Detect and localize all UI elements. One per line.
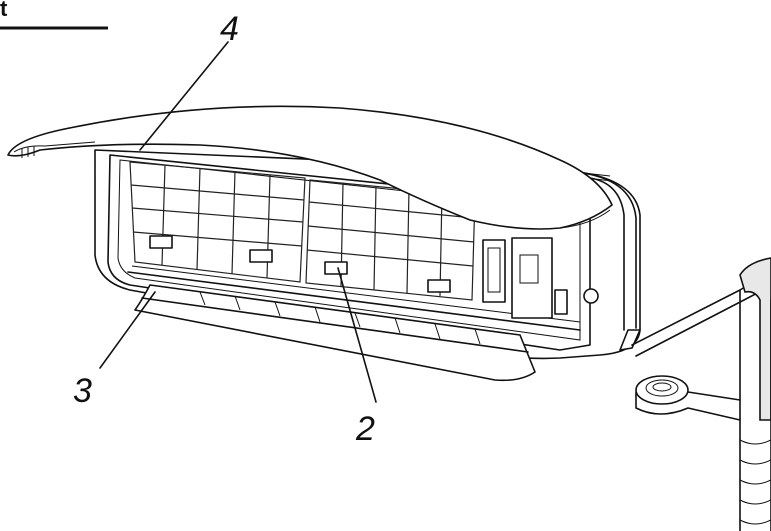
leader-line-2 <box>337 267 377 403</box>
callout-4: 4 <box>220 10 239 48</box>
leader-line-4 <box>139 41 229 151</box>
leader-line-3 <box>99 291 156 369</box>
piping-assembly <box>619 257 771 531</box>
leader-lines <box>99 41 377 403</box>
callout-3: 3 <box>73 372 92 410</box>
header-text: t <box>0 0 8 21</box>
louver <box>134 284 536 382</box>
front-panel <box>7 105 613 230</box>
inner-frame <box>107 154 591 351</box>
control-box <box>482 237 599 319</box>
section-header: t <box>0 0 108 30</box>
callout-2: 2 <box>355 410 375 448</box>
air-filter <box>129 161 476 301</box>
